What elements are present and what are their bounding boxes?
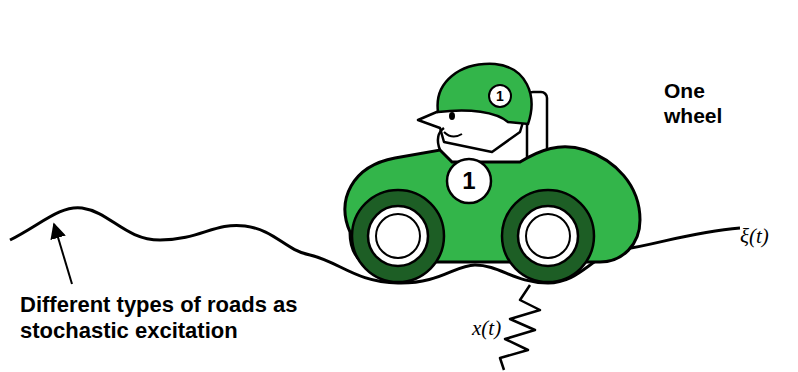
rear-wheel-hub bbox=[376, 214, 420, 258]
callout-number: 1 bbox=[462, 167, 475, 196]
front-wheel-hub bbox=[526, 214, 570, 258]
door-emblem bbox=[447, 159, 491, 203]
part-label: One wheel bbox=[664, 78, 742, 128]
driver-eye bbox=[449, 112, 455, 120]
leader-arrow bbox=[54, 224, 72, 284]
driver-smile bbox=[444, 132, 462, 137]
callout-number: 1 bbox=[496, 88, 504, 105]
windshield bbox=[438, 128, 444, 150]
front-wheel-tyre bbox=[502, 190, 594, 282]
driver-helmet bbox=[438, 64, 532, 124]
spring-symbol bbox=[500, 285, 540, 370]
helmet-emblem bbox=[489, 85, 511, 107]
signal-label: ξ(t) bbox=[740, 224, 769, 249]
front-wheel-rim bbox=[518, 206, 578, 266]
signal-label: x(t) bbox=[472, 316, 501, 341]
note-label: Different types of roads as stochastic e… bbox=[20, 292, 365, 345]
rear-wheel-rim bbox=[368, 206, 428, 266]
rear-wheel-tyre bbox=[352, 190, 444, 282]
